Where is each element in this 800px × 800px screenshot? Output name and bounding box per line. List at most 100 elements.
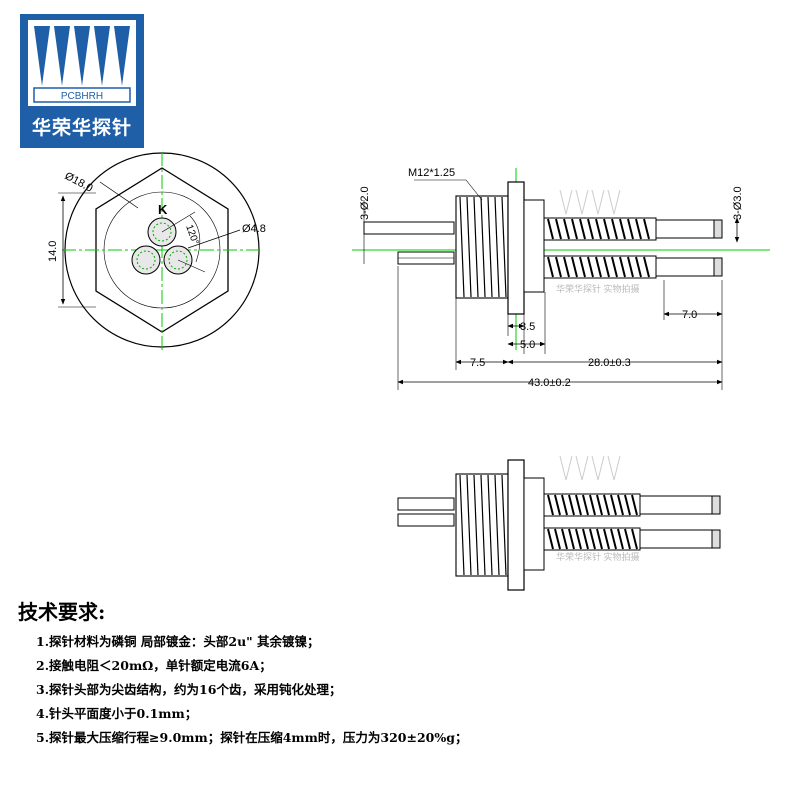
spring-coil: [555, 218, 562, 240]
spring-coil: [603, 218, 610, 240]
technical-requirements: 技术要求: 1.探针材料为磷铜 局部镀金：头部2u" 其余镀镍； 2.接触电阻＜…: [18, 596, 718, 750]
dim-7-5: 7.5: [470, 357, 485, 369]
bottom-nut: [523, 477, 545, 571]
thread-label: M12*1.25: [408, 167, 455, 179]
watermark-top: 华荣华探针 实物拍摄: [556, 283, 640, 294]
spring-coil: [635, 256, 642, 278]
dia-outer-label: Ø18.0: [63, 170, 95, 195]
thread-line: [466, 196, 472, 298]
thread-line: [501, 474, 507, 576]
nut: [523, 199, 545, 293]
thread-line: [473, 196, 479, 298]
crown-tip-upper: [713, 219, 723, 239]
plunger-upper: [655, 219, 715, 239]
side-view-top: 3-Ø2.0 3-Ø3.0 M12*1.25 华荣华探针 实物拍摄 3.5 5.…: [352, 167, 770, 390]
spring-coil: [579, 218, 586, 240]
plunger-lower: [655, 257, 715, 277]
spring-coil: [561, 528, 568, 550]
spring-coil: [554, 528, 561, 550]
thread-line: [501, 196, 507, 298]
spring-coil: [582, 494, 589, 516]
thread-line: [459, 196, 465, 298]
spring-coil: [589, 528, 596, 550]
watermark-emblem-top: [559, 189, 621, 215]
spring-coil: [571, 256, 578, 278]
spring-coil: [603, 494, 610, 516]
thread-line: [494, 474, 500, 576]
front-view: K Ø18.0 120° Ø4.8 14.0: [47, 152, 266, 350]
spring-coil: [627, 256, 634, 278]
spring-coil: [589, 494, 596, 516]
bottom-left-pin-lower: [397, 513, 455, 527]
spring-coil: [579, 256, 586, 278]
bottom-flange: [507, 459, 525, 591]
tech-item-5: 5.探针最大压缩行程≥9.0mm；探针在压缩4mm时，压力为320±20%g；: [36, 730, 468, 745]
spring-coil: [575, 528, 582, 550]
logo-initials: PCBHRH: [61, 91, 103, 102]
k-marker: K: [158, 202, 168, 217]
logo-name: 华荣华探针: [31, 117, 132, 139]
spring-coil: [624, 494, 631, 516]
spring-coil: [571, 218, 578, 240]
bottom-left-pin-upper: [397, 497, 455, 511]
spring-coil: [627, 218, 634, 240]
left-pin-upper: [363, 221, 455, 235]
dia-probe-label: Ø4.8: [242, 223, 266, 235]
spring-coil: [555, 256, 562, 278]
technical-drawing: K Ø18.0 120° Ø4.8 14.0: [47, 152, 770, 591]
spring-coil: [611, 256, 618, 278]
left-dia-label: 3-Ø2.0: [359, 186, 371, 220]
thread-line: [487, 196, 493, 298]
thread-line: [473, 474, 479, 576]
dim-28-0: 28.0±0.3: [588, 357, 631, 369]
tech-item-3: 3.探针头部为尖齿结构，约为16个齿，采用钝化处理；: [36, 682, 342, 697]
spring-coil: [587, 218, 594, 240]
tech-item-4: 4.针头平面度小于0.1mm；: [36, 706, 198, 721]
spring-coil: [610, 528, 617, 550]
bottom-crown-tip-upper: [711, 495, 721, 515]
dim-43-0: 43.0±0.2: [528, 377, 571, 389]
spring-coil: [582, 528, 589, 550]
spring-coil: [547, 494, 554, 516]
watermark-bottom: 华荣华探针 实物拍摄: [556, 551, 640, 562]
dim-3-5: 3.5: [520, 321, 535, 333]
spring-coil: [619, 256, 626, 278]
spring-coil: [547, 256, 554, 278]
spring-coil: [619, 218, 626, 240]
spring-coil: [643, 218, 650, 240]
flange: [507, 181, 525, 315]
crown-tip-lower: [713, 257, 723, 277]
height-label: 14.0: [47, 241, 59, 262]
spring-coil: [610, 494, 617, 516]
spring-coil: [635, 218, 642, 240]
spring-coil: [568, 528, 575, 550]
angle-label: 120°: [183, 223, 200, 246]
logo-emblem-icon: PCBHRH: [28, 20, 136, 106]
company-logo: PCBHRH 华荣华探针: [20, 14, 144, 148]
thread-line: [480, 196, 486, 298]
dim-5-0: 5.0: [520, 339, 535, 351]
spring-coil: [643, 256, 650, 278]
spring-coil: [568, 494, 575, 516]
probe-circle-left: [131, 245, 161, 275]
spring-coil: [547, 528, 554, 550]
spring-coil: [563, 218, 570, 240]
spring-coil: [631, 528, 638, 550]
spring-coil: [575, 494, 582, 516]
bottom-plunger-lower: [639, 529, 713, 549]
spring-coil: [611, 218, 618, 240]
spring-coil: [624, 528, 631, 550]
spring-coil: [587, 256, 594, 278]
thread-line: [487, 474, 493, 576]
right-dia-label: 3-Ø3.0: [732, 186, 744, 220]
spring-coil: [617, 528, 624, 550]
spring-coil: [595, 256, 602, 278]
spring-coil: [596, 494, 603, 516]
thread-line: [459, 474, 465, 576]
bottom-crown-tip-lower: [711, 529, 721, 549]
spring-coil: [563, 256, 570, 278]
thread-line: [494, 196, 500, 298]
thread-line: [466, 474, 472, 576]
watermark-emblem-bottom: [559, 455, 621, 481]
bottom-plunger-upper: [639, 495, 713, 515]
